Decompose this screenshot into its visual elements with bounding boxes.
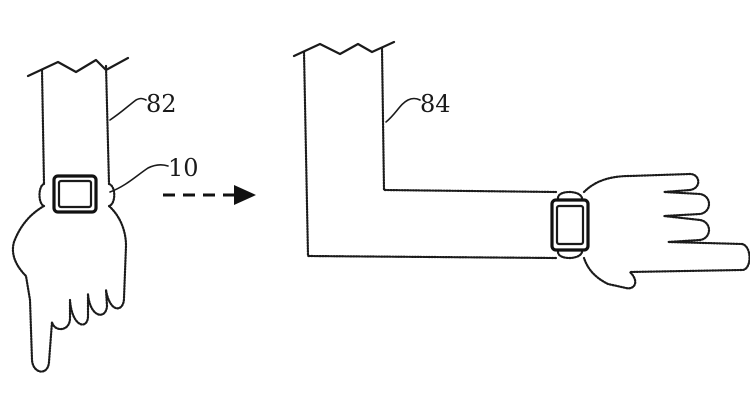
leader-10	[109, 163, 169, 193]
label-82: 82	[146, 90, 177, 118]
left-hand-outline	[11, 204, 128, 373]
leader-82	[109, 97, 147, 121]
left-arm-break-line	[26, 56, 130, 78]
left-arm-hand	[11, 56, 130, 373]
right-watch-screen	[555, 204, 585, 246]
right-watch-body	[550, 198, 590, 252]
label-84: 84	[420, 90, 451, 118]
right-arm-outline	[302, 46, 558, 260]
right-hand-outline	[582, 172, 750, 290]
left-watch-body	[52, 174, 98, 214]
left-watch-band	[38, 182, 116, 208]
right-arm-break-line	[292, 40, 396, 58]
right-arm-hand	[292, 40, 750, 290]
arrow-right-icon	[163, 185, 256, 205]
right-watch-band	[556, 190, 584, 260]
label-10: 10	[168, 154, 199, 182]
left-watch-screen	[57, 179, 93, 209]
leader-84	[385, 97, 421, 123]
left-forearm-outline	[40, 64, 111, 186]
